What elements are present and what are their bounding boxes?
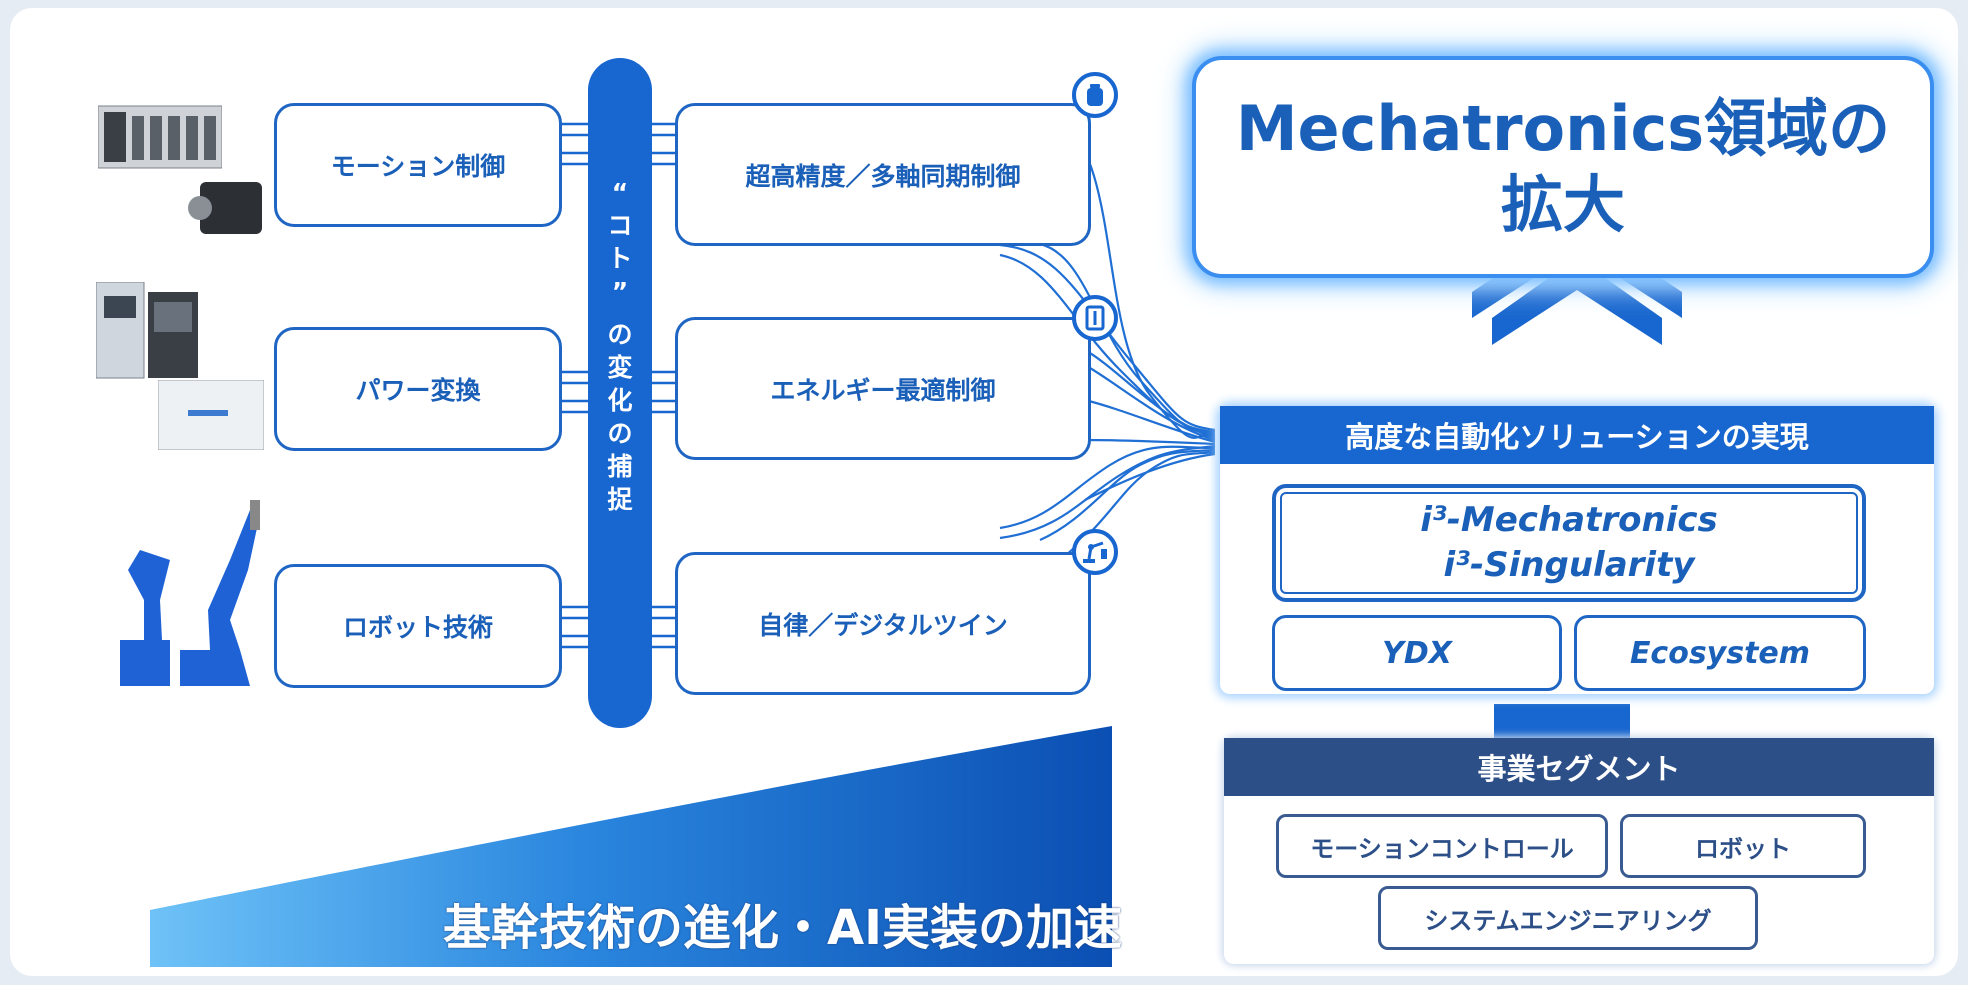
bottom-ramp <box>150 726 1112 967</box>
ydx-box: YDX <box>1272 615 1562 691</box>
i3-singularity-label: i³-Singularity <box>1443 545 1695 585</box>
inverter-icon <box>1072 295 1118 341</box>
stack-connector <box>1494 704 1630 744</box>
ultra-precision-box: 超高精度／多軸同期制御 <box>675 103 1091 246</box>
plc-image <box>97 100 223 172</box>
ecosystem-box: Ecosystem <box>1574 615 1866 691</box>
pill-char: 捕 <box>607 452 633 481</box>
pill-char: の <box>607 419 633 448</box>
pill-char: 変 <box>607 353 633 382</box>
bottom-banner-text: 基幹技術の進化・AI実装の加速 <box>442 900 1122 956</box>
pill-char: コ <box>607 211 633 240</box>
left-connectors <box>560 122 678 649</box>
pill-char: 化 <box>607 386 633 415</box>
up-chevron-highlight <box>1489 321 1665 390</box>
pill-char: ト <box>607 244 633 273</box>
capture-change-pill: “ コ ト ” の 変 化 の 捕 捉 <box>588 58 652 728</box>
sensor-icon <box>1072 72 1118 118</box>
pill-char: “ <box>611 178 629 207</box>
converging-curves <box>999 119 1216 561</box>
inverter-image <box>95 281 198 382</box>
robot-technology-box: ロボット技術 <box>274 564 562 688</box>
servo-motor-image <box>188 178 268 240</box>
energy-optimization-box: エネルギー最適制御 <box>675 317 1091 460</box>
power-converter-image <box>157 379 265 451</box>
segment-robot: ロボット <box>1620 814 1866 878</box>
segment-header: 事業セグメント <box>1224 738 1934 796</box>
segment-system-engineering: システムエンジニアリング <box>1378 886 1758 950</box>
solution-header: 高度な自動化ソリューションの実現 <box>1220 406 1934 464</box>
pill-char: 捉 <box>607 485 633 514</box>
segment-motion-control: モーションコントロール <box>1276 814 1608 878</box>
goal-line-2: 拡大 <box>1500 168 1625 241</box>
pill-char: の <box>607 320 633 349</box>
power-conversion-box: パワー変換 <box>274 327 562 451</box>
motion-control-box: モーション制御 <box>274 103 562 227</box>
pill-char: ” <box>611 277 629 306</box>
autonomy-digital-twin-box: 自律／デジタルツイン <box>675 552 1091 695</box>
i3-mechatronics-label: i³-Mechatronics <box>1420 500 1718 541</box>
mechatronics-expansion-box: Mechatronics領域の 拡大 <box>1192 56 1934 278</box>
goal-line-1: Mechatronics領域の <box>1235 92 1891 166</box>
robot-image <box>100 490 270 690</box>
robot-arm-icon <box>1072 529 1118 575</box>
i3-platform-box: i³-Mechatronics i³-Singularity <box>1272 484 1866 602</box>
